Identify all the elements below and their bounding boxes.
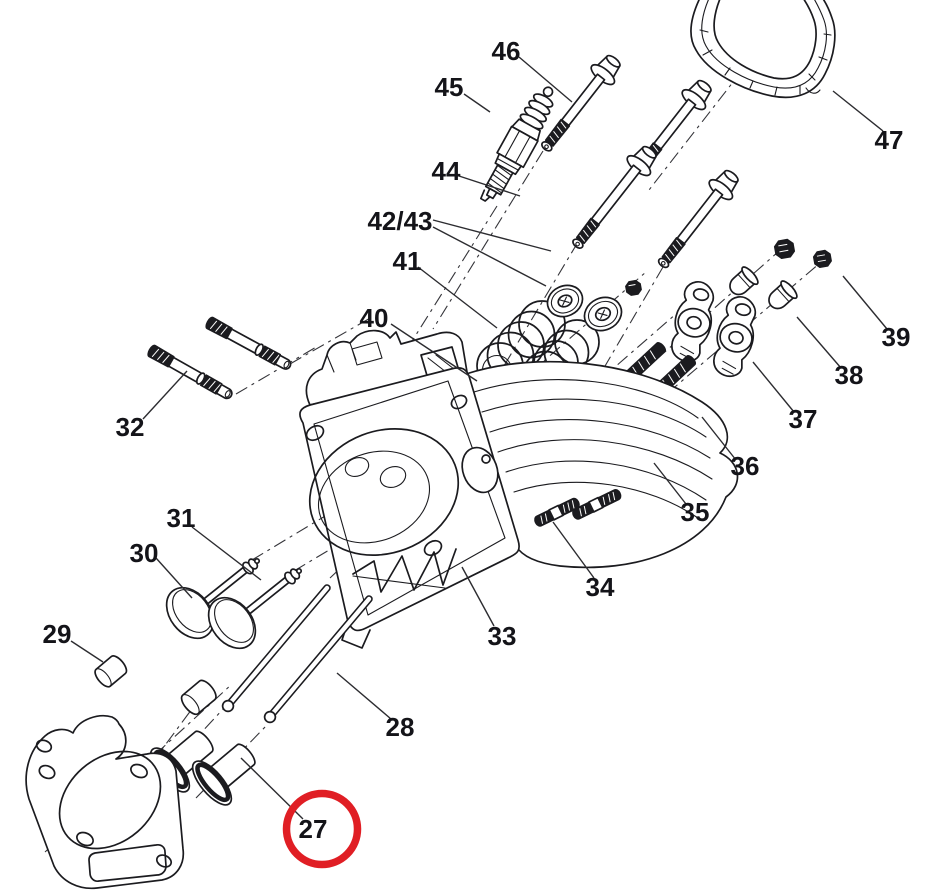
callout-45: 45	[435, 72, 464, 102]
dowel-bushing-drawing	[94, 655, 217, 716]
callout-32: 32	[116, 412, 145, 442]
callout-labels: 27 28 29 30 31 32 33 34 35 36 37 38 39 4…	[43, 36, 911, 844]
leader-lines	[70, 56, 888, 820]
callout-34: 34	[586, 572, 615, 602]
push-rod-drawing	[221, 584, 373, 724]
callout-47: 47	[875, 125, 904, 155]
head-stud-drawing	[534, 488, 622, 527]
callout-46: 46	[492, 36, 521, 66]
head-gasket-drawing	[25, 714, 185, 890]
callout-40: 40	[360, 303, 389, 333]
callout-27: 27	[299, 814, 328, 844]
long-stud-drawing	[147, 316, 292, 400]
callout-39: 39	[882, 322, 911, 352]
rocker-pivot-drawing	[729, 266, 798, 310]
callout-37: 37	[789, 404, 818, 434]
head-bolt-drawing	[541, 54, 739, 269]
highlight-circle-27	[282, 789, 362, 869]
callout-29: 29	[43, 619, 72, 649]
callout-31: 31	[167, 503, 196, 533]
callout-35: 35	[681, 497, 710, 527]
callout-28: 28	[386, 712, 415, 742]
rocker-arm-drawing	[671, 281, 757, 378]
callout-30: 30	[130, 538, 159, 568]
cylinder-head-drawing	[299, 329, 739, 649]
spark-plug-drawing	[479, 86, 554, 202]
callout-44: 44	[432, 156, 461, 186]
valve-cover-gasket-drawing	[690, 0, 836, 99]
callout-33: 33	[488, 621, 517, 651]
callout-42-43: 42/43	[367, 206, 432, 236]
callout-41: 41	[393, 246, 422, 276]
callout-38: 38	[835, 360, 864, 390]
valve-drawing	[165, 557, 303, 650]
rocker-nut-drawing	[773, 238, 832, 269]
spring-retainer-drawing	[546, 279, 642, 332]
callout-36: 36	[731, 451, 760, 481]
